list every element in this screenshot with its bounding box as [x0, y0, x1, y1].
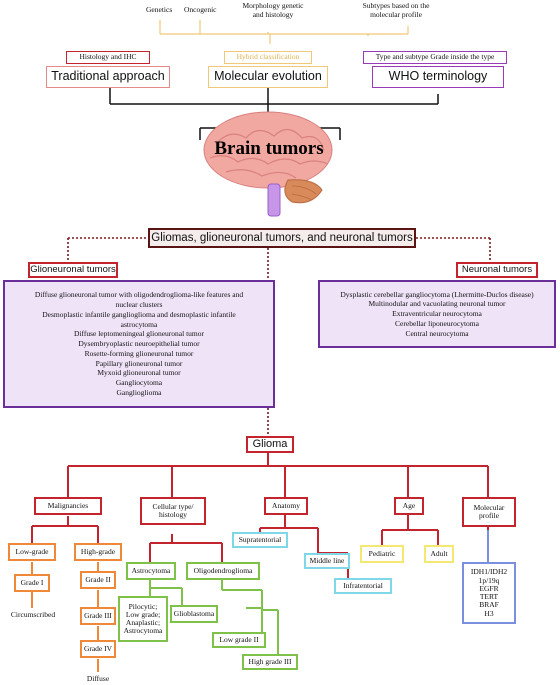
- list-item: Central neurocytoma: [405, 328, 469, 338]
- age-box: Age: [394, 497, 424, 515]
- grade-2-box: Grade II: [80, 571, 116, 589]
- traditional-approach: Traditional approach: [46, 66, 170, 88]
- glioneuronal-title: Glioneuronal tumors: [28, 262, 118, 278]
- malignancies-box: Malignancies: [34, 497, 102, 515]
- list-item: Multinodular and vacuolating neuronal tu…: [368, 299, 506, 309]
- low-grade-box: Low-grade: [8, 543, 56, 561]
- list-item: Dysplastic cerebellar gangliocytoma (Lhe…: [340, 289, 534, 299]
- subtypes-label: Subtypes based on the molecular profile: [362, 1, 430, 19]
- marker-item: 1p/19q: [478, 575, 500, 585]
- who-terminology: WHO terminology: [372, 66, 504, 88]
- glioma-box: Glioma: [246, 436, 294, 453]
- circumscribed-label: Circumscribed: [10, 610, 56, 619]
- list-item: Diffuse leptomeningeal glioneuronal tumo…: [73, 329, 205, 339]
- high-grade-3-box: High grade III: [242, 654, 298, 670]
- list-item: Gangliocytoma: [115, 378, 163, 388]
- oncogenic-label: Oncogenic: [184, 5, 217, 14]
- grade-3-box: Grade III: [80, 607, 116, 625]
- marker-item: IDH1/IDH2: [470, 567, 508, 577]
- astrocytoma-types-box: Pilocytic; Low grade; Anaplastic; Astroc…: [118, 596, 168, 642]
- hybrid-tag: Hybrid classification: [224, 51, 312, 64]
- low-grade-2-box: Low grade II: [212, 632, 266, 648]
- list-item: Diffuse glioneuronal tumor with oligoden…: [34, 290, 244, 300]
- astrocytoma-box: Astrocytoma: [126, 562, 176, 580]
- list-item: Rosette-forming glioneuronal tumor: [84, 348, 194, 358]
- marker-item: EGFR: [479, 583, 499, 593]
- morphology-label: Morphology genetic and histology: [242, 1, 304, 19]
- high-grade-box: High-grade: [74, 543, 122, 561]
- cellular-type-box: Cellular type/ histology: [140, 497, 206, 525]
- brain-icon: [203, 111, 333, 217]
- infratentorial-box: Infratentorial: [334, 578, 392, 594]
- marker-item: H3: [484, 608, 494, 618]
- list-item: Dysembryoplastic neuroepithelial tumor: [78, 339, 200, 349]
- adult-box: Adult: [424, 545, 454, 563]
- list-item: Extraventricular neurocytoma: [392, 309, 482, 319]
- list-item: Cerebellar liponeurocytoma: [395, 318, 479, 328]
- list-item: Papillary glioneuronal tumor: [95, 358, 183, 368]
- list-item: astrocytoma: [120, 319, 158, 329]
- type-grade-tag: Type and subtype Grade inside the type: [363, 51, 507, 64]
- main-category-box: Gliomas, glioneuronal tumors, and neuron…: [148, 228, 416, 248]
- molecular-profile-box: Molecular profile: [462, 497, 516, 527]
- glioneuronal-list: Diffuse glioneuronal tumor with oligoden…: [3, 280, 275, 408]
- list-item: Desmoplastic infantile ganglioglioma and…: [42, 309, 236, 319]
- grade-1-box: Grade I: [14, 574, 50, 592]
- marker-item: TERT: [479, 592, 499, 601]
- genetics-label: Genetics: [146, 5, 173, 14]
- middle-line-box: Middle line: [304, 553, 350, 569]
- diffuse-label: Diffuse: [86, 674, 110, 683]
- anatomy-box: Anatomy: [264, 497, 308, 515]
- brain-tumors-title: Brain tumors: [214, 138, 324, 159]
- molecular-markers-box: IDH1/IDH2 1p/19q EGFR TERT BRAF H3: [462, 562, 516, 624]
- oligodendroglioma-box: Oligodendroglioma: [186, 562, 260, 580]
- molecular-evolution: Molecular evolution: [208, 66, 328, 88]
- neuronal-title: Neuronal tumors: [456, 262, 538, 278]
- list-item: Myxoid glioneuronal tumor: [97, 368, 181, 378]
- pediatric-box: Pediatric: [360, 545, 404, 563]
- marker-item: BRAF: [479, 600, 499, 610]
- list-item: Ganglioglioma: [116, 387, 162, 397]
- list-item: nuclear clusters: [115, 300, 163, 310]
- neuronal-list: Dysplastic cerebellar gangliocytoma (Lhe…: [318, 280, 556, 348]
- supratentorial-box: Supratentorial: [232, 532, 288, 548]
- histology-tag: Histology and IHC: [66, 51, 150, 64]
- grade-4-box: Grade IV: [80, 640, 116, 658]
- glioblastoma-box: Glioblastoma: [170, 605, 218, 623]
